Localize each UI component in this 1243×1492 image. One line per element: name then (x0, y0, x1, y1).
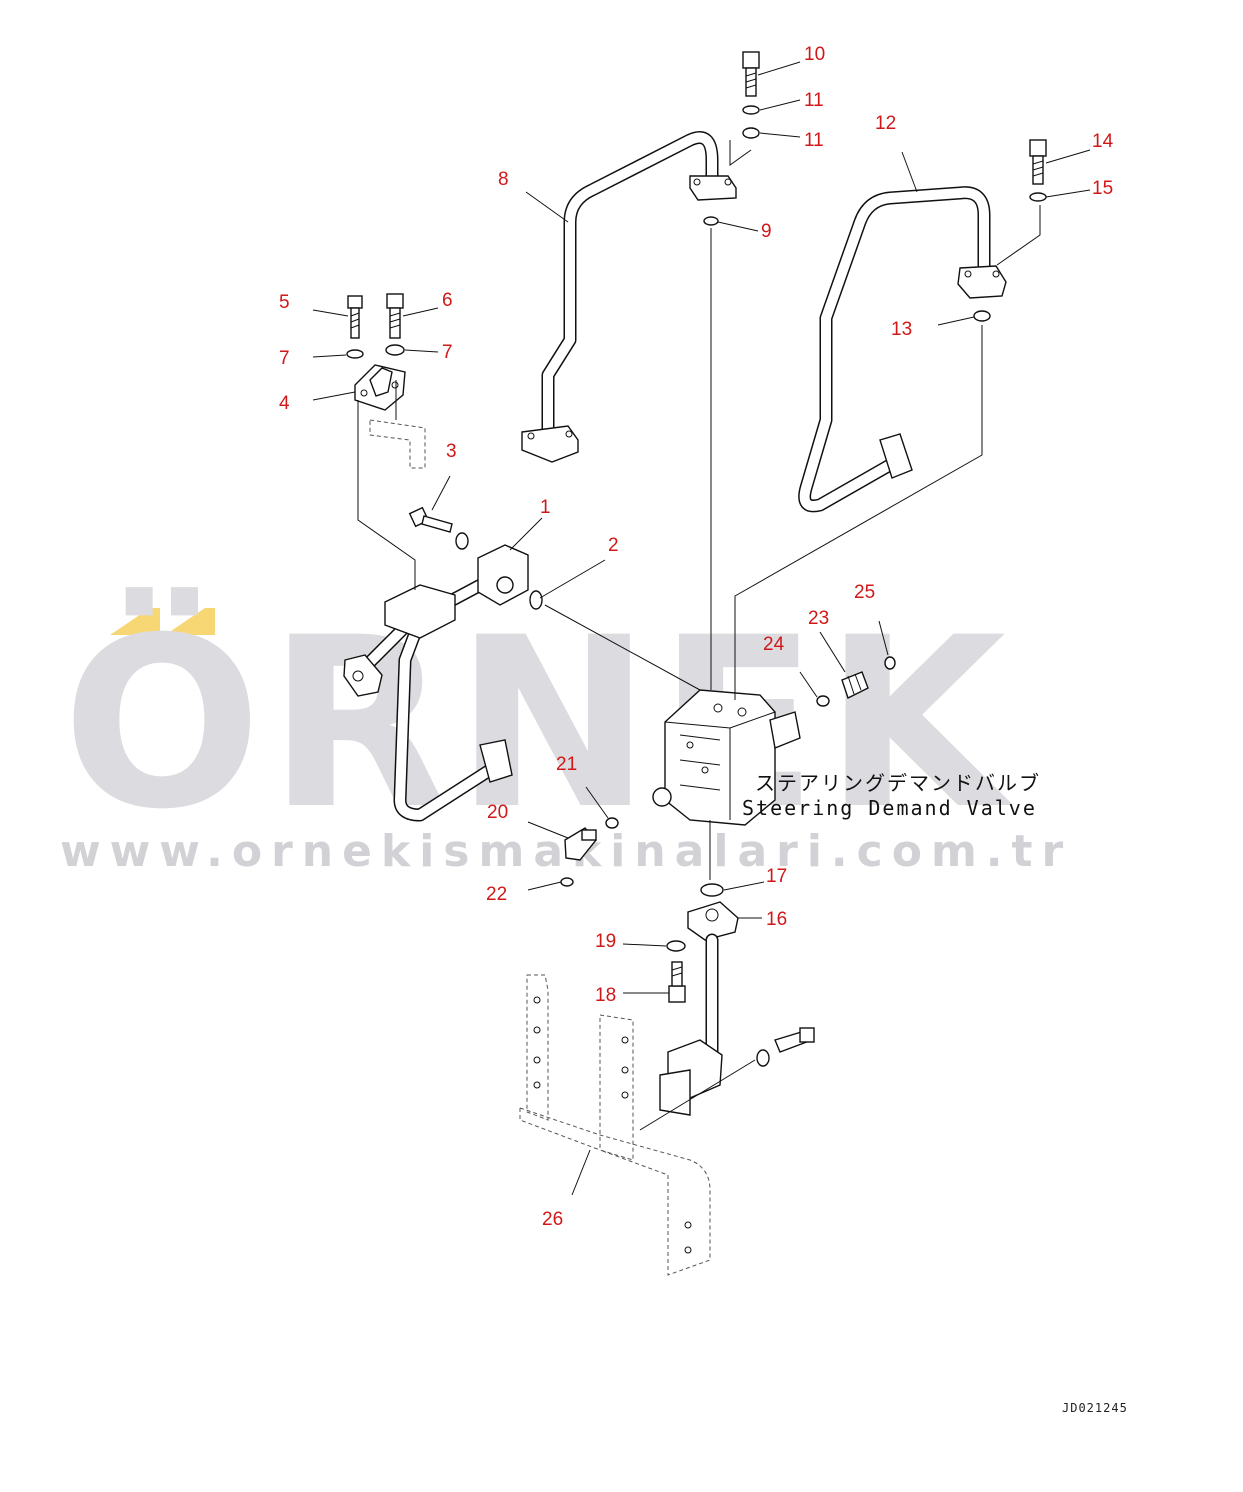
o-ring-9 (703, 216, 719, 226)
pipe-1-left-block (384, 584, 456, 639)
pipe-8-lower-flange (521, 425, 579, 463)
pipe-16 (659, 883, 739, 1116)
callout-17: 17 (766, 866, 787, 887)
o-ring-17 (700, 883, 724, 897)
callout-26: 26 (542, 1209, 563, 1230)
callout-2: 2 (608, 535, 619, 556)
callout-23: 23 (808, 608, 829, 629)
callouts: 1 2 3 4 5 6 7 7 8 9 10 11 11 12 13 14 15… (279, 44, 1114, 1230)
callout-22: 22 (486, 884, 507, 905)
callout-8: 8 (498, 169, 509, 190)
washer-11b (742, 127, 760, 139)
pipe-8 (521, 131, 737, 463)
callout-7-left: 7 (279, 348, 290, 369)
callout-10: 10 (804, 44, 825, 65)
watermark-url: www.ornekismakinalari.com.tr (60, 826, 1072, 877)
washer-7b (385, 344, 405, 356)
pipe-12-upper-flange (957, 265, 1007, 299)
bolt-mount (756, 1027, 815, 1067)
bolt-5 (347, 295, 363, 339)
frame-26 (519, 974, 711, 1276)
bolt-3 (408, 506, 453, 533)
callout-3: 3 (446, 441, 457, 462)
o-ring-22 (560, 877, 574, 887)
pipe-1-assembly (343, 544, 529, 822)
callout-21: 21 (556, 754, 577, 775)
callout-24: 24 (763, 634, 785, 655)
washer-15 (1029, 192, 1047, 202)
callout-25: 25 (854, 582, 875, 603)
callout-18: 18 (595, 985, 616, 1006)
o-ring-13 (973, 310, 991, 322)
watermark-brand: ÖRNEK (62, 586, 1014, 861)
elbow-fitting-20 (564, 827, 597, 861)
watermark-accent-right (165, 608, 215, 635)
washer-11a (742, 105, 760, 115)
callout-4: 4 (279, 393, 290, 414)
callout-14: 14 (1092, 131, 1114, 152)
o-ring-25 (884, 656, 896, 670)
steering-demand-valve (652, 689, 801, 826)
callout-19: 19 (595, 931, 616, 952)
callout-12: 12 (875, 113, 896, 134)
callout-11-top: 11 (804, 90, 824, 111)
leader-lines (312, 61, 1091, 1196)
callout-6: 6 (442, 290, 453, 311)
o-ring-24 (816, 695, 830, 707)
assembly-lines (357, 140, 1041, 1131)
watermark: ÖRNEK www.ornekismakinalari.com.tr (60, 586, 1072, 877)
pipe-1-right-block (477, 544, 529, 606)
callout-16: 16 (766, 909, 787, 930)
bolt-6 (386, 293, 404, 339)
washer-7a (346, 349, 364, 359)
caption-japanese: ステアリングデマンドバルブ (755, 771, 1041, 795)
drawing-code: JD021245 (1062, 1401, 1128, 1415)
callout-15: 15 (1092, 178, 1113, 199)
connector-23 (841, 671, 869, 699)
bracket-4 (354, 364, 426, 469)
bolt-18 (668, 961, 686, 1003)
bolt-14 (1029, 139, 1047, 185)
washer-3 (455, 532, 469, 550)
o-ring-21 (605, 817, 619, 829)
callout-11-bottom: 11 (804, 130, 824, 151)
callout-1: 1 (540, 497, 551, 518)
callout-13: 13 (891, 319, 912, 340)
bolt-10 (742, 51, 760, 97)
callout-9: 9 (761, 221, 772, 242)
caption-english: Steering Demand Valve (742, 796, 1037, 820)
callout-5: 5 (279, 292, 290, 313)
pipe-12 (798, 186, 1007, 513)
pipe-12-lower-flange (879, 433, 913, 479)
callout-7-right: 7 (442, 342, 453, 363)
callout-20: 20 (487, 802, 508, 823)
pipe-1-lower-flange (479, 739, 513, 783)
watermark-accent-left (110, 608, 160, 635)
washer-19 (666, 940, 686, 952)
o-ring-2 (529, 590, 543, 610)
